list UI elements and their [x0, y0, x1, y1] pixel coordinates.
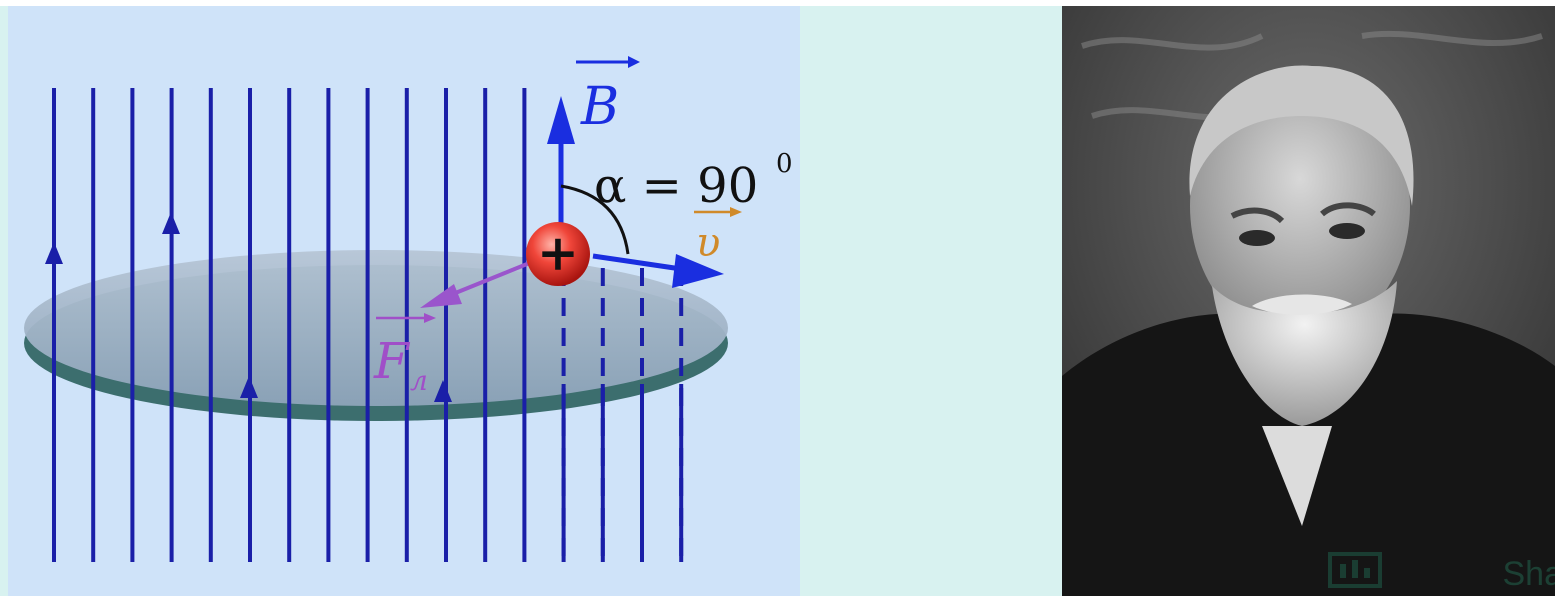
hair	[1189, 65, 1414, 206]
presentation-icon	[1328, 552, 1382, 588]
field-arrow-3	[240, 376, 258, 398]
b-vector-arrowhead	[547, 96, 575, 144]
field-arrow-4	[434, 380, 452, 402]
head	[1190, 71, 1410, 341]
top-edge	[0, 0, 1555, 6]
f-vector-arrow	[447, 260, 533, 298]
f-vector-overbar-tip	[424, 313, 436, 323]
portrait-svg	[1062, 6, 1555, 596]
field-arrow-2	[162, 212, 180, 234]
b-vector-label: B	[580, 77, 619, 137]
diagram-svg: B α = 90 0 υ F л +	[24, 56, 793, 562]
v-vector-arrowhead	[672, 254, 724, 288]
right-eye	[1329, 223, 1365, 239]
plane-surface	[24, 250, 728, 406]
f-vector-label: F	[373, 332, 411, 390]
field-arrow-1	[45, 242, 63, 264]
positive-charge	[526, 222, 590, 286]
v-vector-label: υ	[696, 220, 720, 266]
portrait-photo: Sha	[1062, 6, 1555, 596]
magnetic-field-lines	[52, 88, 684, 562]
angle-arc	[560, 184, 630, 255]
shirt-collar	[1262, 426, 1332, 526]
v-vector-arrow	[592, 253, 689, 273]
v-vector-overbar-tip	[730, 207, 742, 217]
field-direction-arrows	[45, 212, 452, 402]
beard	[1212, 281, 1397, 426]
watermark-text: Sha	[1502, 555, 1555, 593]
f-vector-arrowhead	[420, 284, 462, 308]
f-vector-subscript: л	[410, 364, 428, 397]
b-vector-overbar-tip	[628, 56, 640, 68]
brows	[1230, 202, 1376, 224]
charge-sign: +	[537, 223, 579, 282]
left-eye	[1239, 230, 1275, 246]
alpha-label: α = 90	[594, 158, 758, 214]
lorentz-force-diagram: B α = 90 0 υ F л +	[8, 6, 800, 596]
alpha-degree: 0	[776, 149, 793, 179]
moustache	[1252, 294, 1352, 315]
